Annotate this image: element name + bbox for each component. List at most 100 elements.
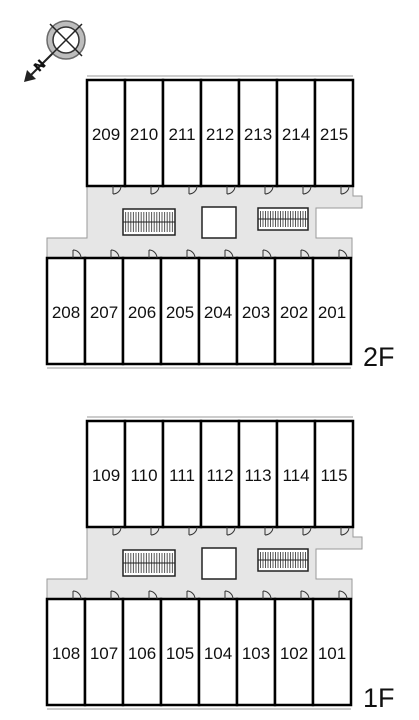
stairs xyxy=(122,208,176,236)
unit-outline xyxy=(85,78,127,188)
unit-number: 215 xyxy=(320,125,348,144)
unit-203: 203 xyxy=(235,249,277,366)
unit-number: 109 xyxy=(92,466,120,485)
unit-105: 105 xyxy=(159,590,201,707)
unit-102: 102 xyxy=(273,590,315,707)
floor-label: 2F xyxy=(363,342,395,372)
unit-outline xyxy=(83,256,125,366)
unit-outline xyxy=(199,419,241,529)
door-swing xyxy=(72,249,82,259)
door-swing xyxy=(110,249,120,259)
unit-106: 106 xyxy=(121,590,163,707)
door-swing xyxy=(262,590,272,600)
unit-outline xyxy=(121,597,163,707)
door-swing xyxy=(186,249,196,259)
unit-outline xyxy=(237,78,279,188)
elevator-shaft xyxy=(201,206,237,239)
door-swing xyxy=(264,185,274,195)
unit-outline xyxy=(313,419,355,529)
door-swing xyxy=(224,590,234,600)
unit-number: 203 xyxy=(242,303,270,322)
unit-outline xyxy=(237,419,279,529)
unit-201: 201 xyxy=(311,249,353,366)
unit-114: 114 xyxy=(275,419,317,536)
unit-number: 103 xyxy=(242,644,270,663)
unit-112: 112 xyxy=(199,419,241,536)
unit-number: 210 xyxy=(130,125,158,144)
unit-110: 110 xyxy=(123,419,165,536)
unit-204: 204 xyxy=(197,249,239,366)
unit-number: 114 xyxy=(282,466,309,485)
unit-214: 214 xyxy=(275,78,317,195)
unit-outline xyxy=(121,256,163,366)
unit-215: 215 xyxy=(313,78,355,195)
unit-outline xyxy=(197,256,239,366)
unit-104: 104 xyxy=(197,590,239,707)
unit-outline xyxy=(161,78,203,188)
unit-number: 206 xyxy=(128,303,156,322)
door-swing xyxy=(110,590,120,600)
door-swing xyxy=(262,249,272,259)
elevator-shaft xyxy=(201,547,237,580)
door-swing xyxy=(112,185,122,195)
unit-113: 113 xyxy=(237,419,279,536)
door-swing xyxy=(150,526,160,536)
door-swing xyxy=(300,249,310,259)
unit-115: 115 xyxy=(313,419,355,536)
unit-number: 212 xyxy=(206,125,234,144)
compass-arrow-head xyxy=(24,70,36,82)
door-swing xyxy=(148,249,158,259)
door-swing xyxy=(226,185,236,195)
unit-outline xyxy=(123,419,165,529)
unit-number: 106 xyxy=(128,644,156,663)
unit-number: 102 xyxy=(280,644,308,663)
unit-outline xyxy=(311,597,353,707)
unit-number: 105 xyxy=(166,644,194,663)
unit-outline xyxy=(275,419,317,529)
unit-number: 115 xyxy=(320,466,347,485)
unit-number: 107 xyxy=(90,644,118,663)
compass-cross-line xyxy=(49,23,83,57)
unit-109: 109 xyxy=(85,419,127,536)
unit-number: 211 xyxy=(168,125,195,144)
unit-outline xyxy=(273,256,315,366)
unit-outline xyxy=(45,597,87,707)
unit-outline xyxy=(273,597,315,707)
unit-211: 211 xyxy=(161,78,203,195)
unit-number: 110 xyxy=(130,466,157,485)
unit-107: 107 xyxy=(83,590,125,707)
compass: N xyxy=(24,20,86,82)
unit-101: 101 xyxy=(311,590,353,707)
unit-number: 113 xyxy=(244,466,271,485)
door-swing xyxy=(226,526,236,536)
unit-outline xyxy=(199,78,241,188)
stairs xyxy=(257,548,309,572)
unit-outline xyxy=(159,597,201,707)
door-swing xyxy=(340,526,350,536)
unit-number: 214 xyxy=(282,125,310,144)
unit-202: 202 xyxy=(273,249,315,366)
floor-label: 1F xyxy=(363,683,395,713)
door-swing xyxy=(188,185,198,195)
door-swing xyxy=(300,590,310,600)
unit-number: 208 xyxy=(52,303,80,322)
unit-207: 207 xyxy=(83,249,125,366)
unit-103: 103 xyxy=(235,590,277,707)
unit-number: 201 xyxy=(318,303,346,322)
stairs xyxy=(122,549,176,577)
door-swing xyxy=(264,526,274,536)
unit-number: 101 xyxy=(318,644,346,663)
unit-number: 108 xyxy=(52,644,80,663)
unit-213: 213 xyxy=(237,78,279,195)
unit-number: 205 xyxy=(166,303,194,322)
door-swing xyxy=(302,526,312,536)
unit-outline xyxy=(313,78,355,188)
unit-number: 104 xyxy=(204,644,232,663)
unit-208: 208 xyxy=(45,249,87,366)
door-swing xyxy=(338,249,348,259)
unit-209: 209 xyxy=(85,78,127,195)
unit-outline xyxy=(123,78,165,188)
